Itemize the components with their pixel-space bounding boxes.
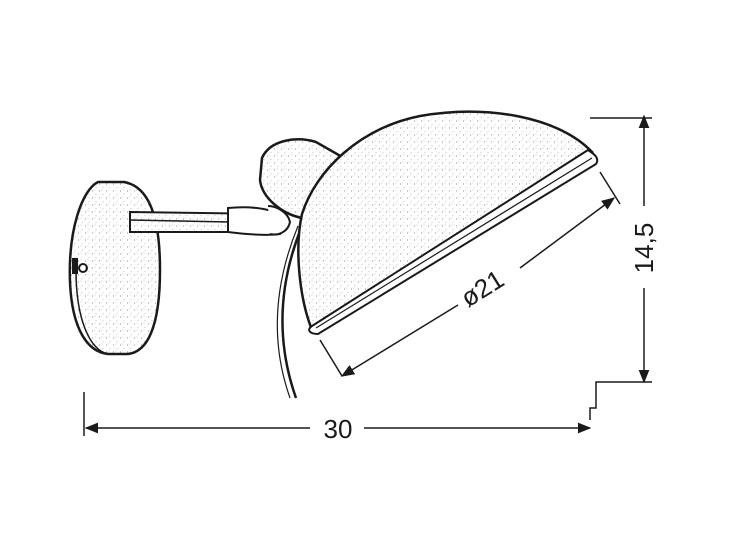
- switch-icon: [72, 258, 88, 274]
- lamp-shade: [297, 110, 599, 336]
- wall-plate: [68, 180, 162, 356]
- width-label: 30: [324, 414, 353, 444]
- power-cable: [276, 225, 304, 399]
- lamp-arm: [129, 205, 292, 236]
- height-base-leader: [589, 381, 652, 420]
- width-dimension: 30: [83, 392, 592, 444]
- height-dimension: 14,5: [590, 114, 659, 384]
- diameter-label: ø21: [455, 264, 509, 313]
- height-label: 14,5: [629, 223, 659, 274]
